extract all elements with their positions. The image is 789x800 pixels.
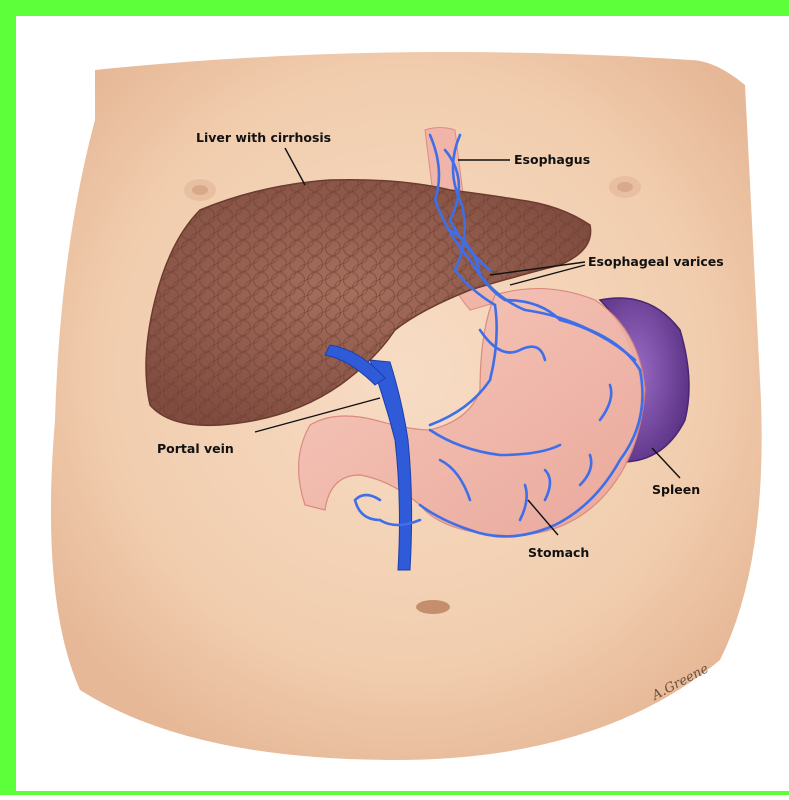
green-frame	[0, 0, 789, 795]
